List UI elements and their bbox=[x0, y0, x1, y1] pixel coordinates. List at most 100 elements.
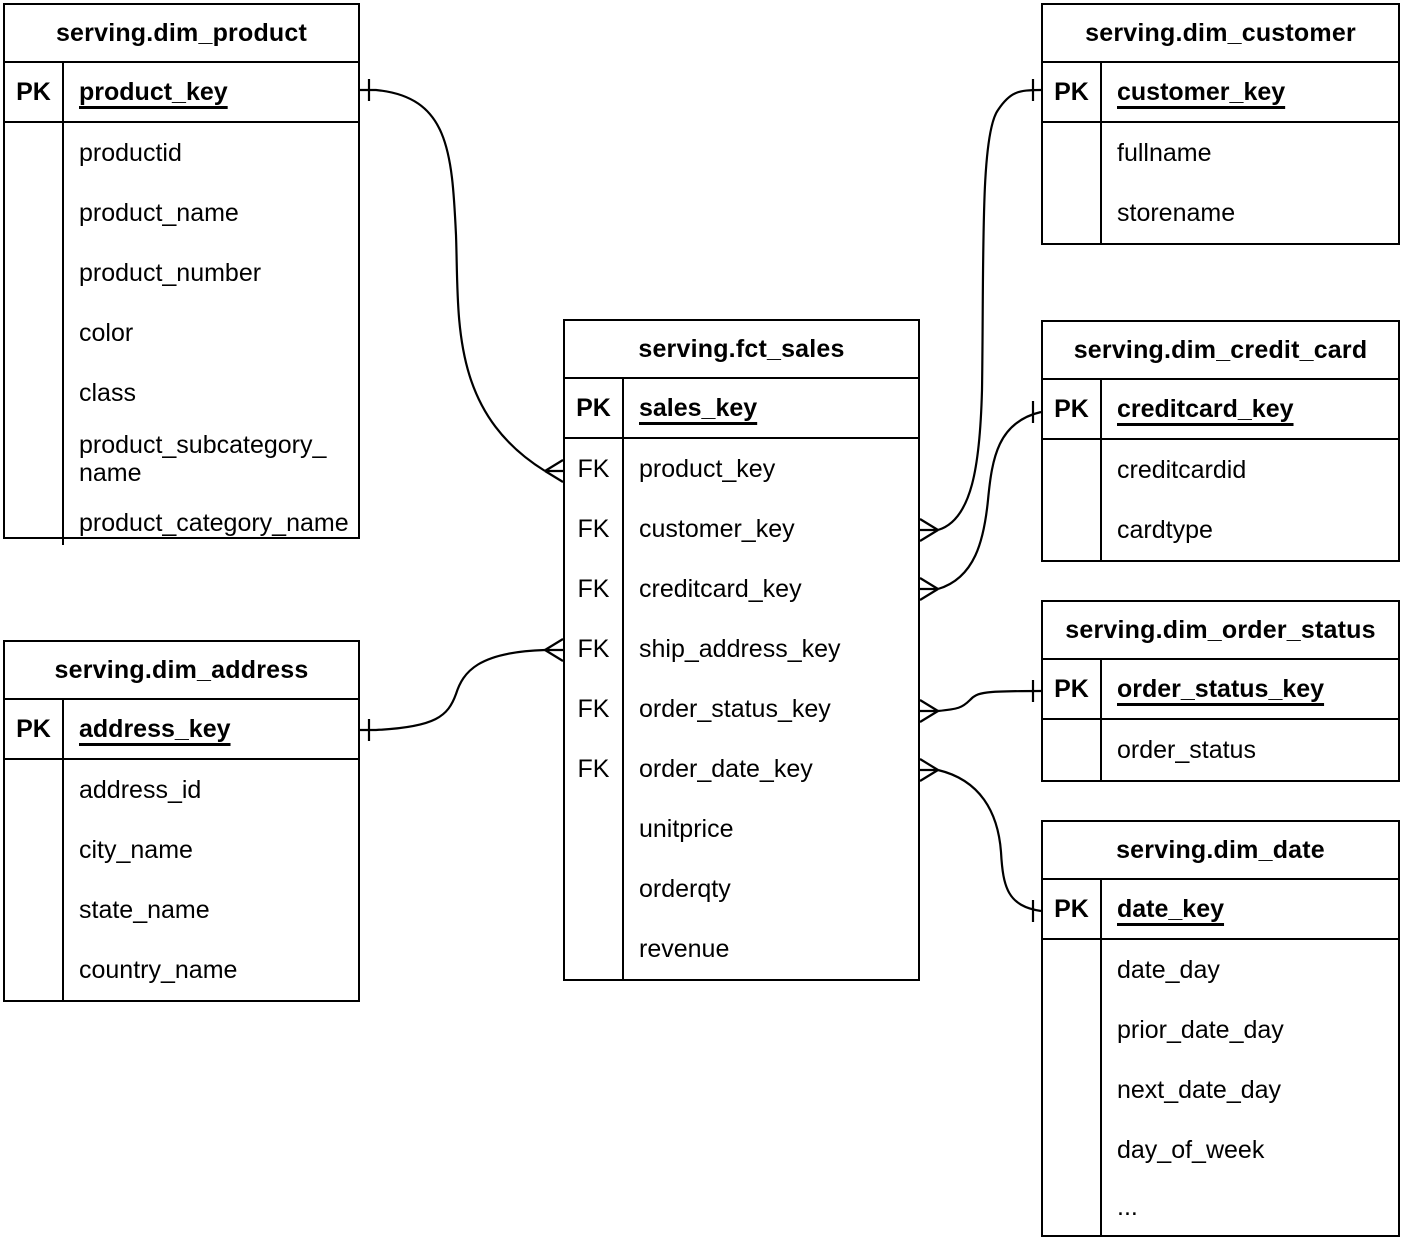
many-crowfoot-icon bbox=[919, 758, 939, 782]
table-body: creditcardid cardtype bbox=[1043, 440, 1398, 560]
table-body: FK FK FK FK FK FK product_key customer_k… bbox=[565, 439, 918, 979]
pk-badge: PK bbox=[1043, 380, 1102, 438]
table-body: date_day prior_date_day next_date_day da… bbox=[1043, 940, 1398, 1235]
field-name: state_name bbox=[79, 895, 210, 924]
pk-field-name: order_status_key bbox=[1117, 674, 1325, 703]
pk-field-name: customer_key bbox=[1117, 77, 1286, 106]
field-name: productid bbox=[79, 138, 182, 167]
pk-row: PK product_key bbox=[5, 63, 358, 123]
field-name: date_day bbox=[1117, 955, 1220, 984]
fk-badge: FK bbox=[577, 514, 610, 543]
relationship-line bbox=[360, 88, 546, 472]
table-body: fullname storename bbox=[1043, 123, 1398, 243]
field-name: creditcardid bbox=[1117, 455, 1247, 484]
fk-badge: FK bbox=[577, 634, 610, 663]
field-name: unitprice bbox=[639, 814, 734, 843]
table-title: serving.dim_order_status bbox=[1043, 602, 1398, 660]
pk-row: PK date_key bbox=[1043, 880, 1398, 940]
field-name: product_number bbox=[79, 258, 262, 287]
table-title: serving.dim_date bbox=[1043, 822, 1398, 880]
pk-badge: PK bbox=[5, 63, 64, 121]
pk-row: PK address_key bbox=[5, 700, 358, 760]
key-column bbox=[5, 123, 64, 545]
table-title: serving.dim_customer bbox=[1043, 5, 1398, 63]
fk-badge: FK bbox=[577, 454, 610, 483]
field-name: prior_date_day bbox=[1117, 1015, 1284, 1044]
pk-row: PK order_status_key bbox=[1043, 660, 1398, 720]
fk-badge bbox=[565, 859, 622, 919]
field-name: address_id bbox=[79, 775, 202, 804]
field-name: fullname bbox=[1117, 138, 1212, 167]
field-name: product_key bbox=[639, 454, 776, 483]
table-title: serving.dim_credit_card bbox=[1043, 322, 1398, 380]
pk-badge: PK bbox=[1043, 880, 1102, 938]
pk-field-name: date_key bbox=[1117, 894, 1225, 923]
fk-badge bbox=[565, 799, 622, 859]
many-crowfoot-icon bbox=[544, 459, 564, 483]
fk-badge: FK bbox=[577, 754, 610, 783]
field-name: city_name bbox=[79, 835, 193, 864]
field-name: country_name bbox=[79, 955, 238, 984]
relationship-line bbox=[360, 648, 546, 732]
key-column bbox=[5, 760, 64, 1000]
pk-badge: PK bbox=[565, 379, 624, 437]
field-name: day_of_week bbox=[1117, 1135, 1265, 1164]
table-body: order_status bbox=[1043, 720, 1398, 780]
pk-row: PK creditcard_key bbox=[1043, 380, 1398, 440]
pk-field-name: sales_key bbox=[639, 393, 758, 422]
pk-row: PK customer_key bbox=[1043, 63, 1398, 123]
table-title: serving.dim_address bbox=[5, 642, 358, 700]
key-column bbox=[1043, 123, 1102, 243]
field-name: ship_address_key bbox=[639, 634, 841, 663]
pk-row: PK sales_key bbox=[565, 379, 918, 439]
key-column bbox=[1043, 940, 1102, 1235]
entity-table-dim-order-status: serving.dim_order_status PK order_status… bbox=[1041, 600, 1400, 782]
field-name: product_name bbox=[79, 198, 239, 227]
pk-badge: PK bbox=[5, 700, 64, 758]
field-name: storename bbox=[1117, 198, 1236, 227]
entity-table-dim-date: serving.dim_date PK date_key date_day pr… bbox=[1041, 820, 1400, 1237]
key-column bbox=[1043, 720, 1102, 780]
relationship-fct-sales-dim-credit-card bbox=[919, 401, 1042, 601]
key-column: FK FK FK FK FK FK bbox=[565, 439, 624, 979]
relationship-line bbox=[937, 768, 1042, 913]
relationship-line bbox=[937, 410, 1042, 591]
entity-table-dim-product: serving.dim_product PK product_key produ… bbox=[3, 3, 360, 545]
field-name: color bbox=[79, 318, 134, 347]
field-name: orderqty bbox=[639, 874, 731, 903]
pk-field-name: address_key bbox=[79, 714, 231, 743]
key-column bbox=[1043, 440, 1102, 560]
many-crowfoot-icon bbox=[919, 699, 939, 723]
relationship-fct-sales-dim-product bbox=[360, 79, 564, 483]
field-name: product_category_name bbox=[79, 508, 349, 537]
field-name: cardtype bbox=[1117, 515, 1213, 544]
entity-table-dim-customer: serving.dim_customer PK customer_key ful… bbox=[1041, 3, 1400, 245]
table-body: productid product_name product_number co… bbox=[5, 123, 358, 545]
fk-badge: FK bbox=[577, 574, 610, 603]
relationship-line bbox=[937, 689, 1042, 713]
relationship-fct-sales-dim-address bbox=[360, 638, 564, 741]
relationship-fct-sales-dim-date bbox=[919, 758, 1042, 922]
field-name: creditcard_key bbox=[639, 574, 802, 603]
many-crowfoot-icon bbox=[919, 518, 939, 542]
field-name: order_status bbox=[1117, 735, 1256, 764]
pk-field-name: product_key bbox=[79, 77, 228, 106]
fk-badge bbox=[565, 919, 622, 979]
pk-badge: PK bbox=[1043, 660, 1102, 718]
many-crowfoot-icon bbox=[544, 638, 564, 662]
entity-table-dim-address: serving.dim_address PK address_key addre… bbox=[3, 640, 360, 1002]
field-name: revenue bbox=[639, 934, 730, 963]
table-body: address_id city_name state_name country_… bbox=[5, 760, 358, 1000]
pk-field-name: creditcard_key bbox=[1117, 394, 1294, 423]
field-name: order_status_key bbox=[639, 694, 831, 723]
many-crowfoot-icon bbox=[919, 577, 939, 601]
field-name: customer_key bbox=[639, 514, 795, 543]
field-name: product_subcategory_name bbox=[79, 431, 327, 487]
table-title: serving.fct_sales bbox=[565, 321, 918, 379]
relationship-fct-sales-dim-customer bbox=[919, 79, 1042, 542]
entity-table-dim-credit-card: serving.dim_credit_card PK creditcard_ke… bbox=[1041, 320, 1400, 562]
field-name: order_date_key bbox=[639, 754, 813, 783]
table-title: serving.dim_product bbox=[5, 5, 358, 63]
field-name: ... bbox=[1117, 1193, 1138, 1221]
pk-badge: PK bbox=[1043, 63, 1102, 121]
